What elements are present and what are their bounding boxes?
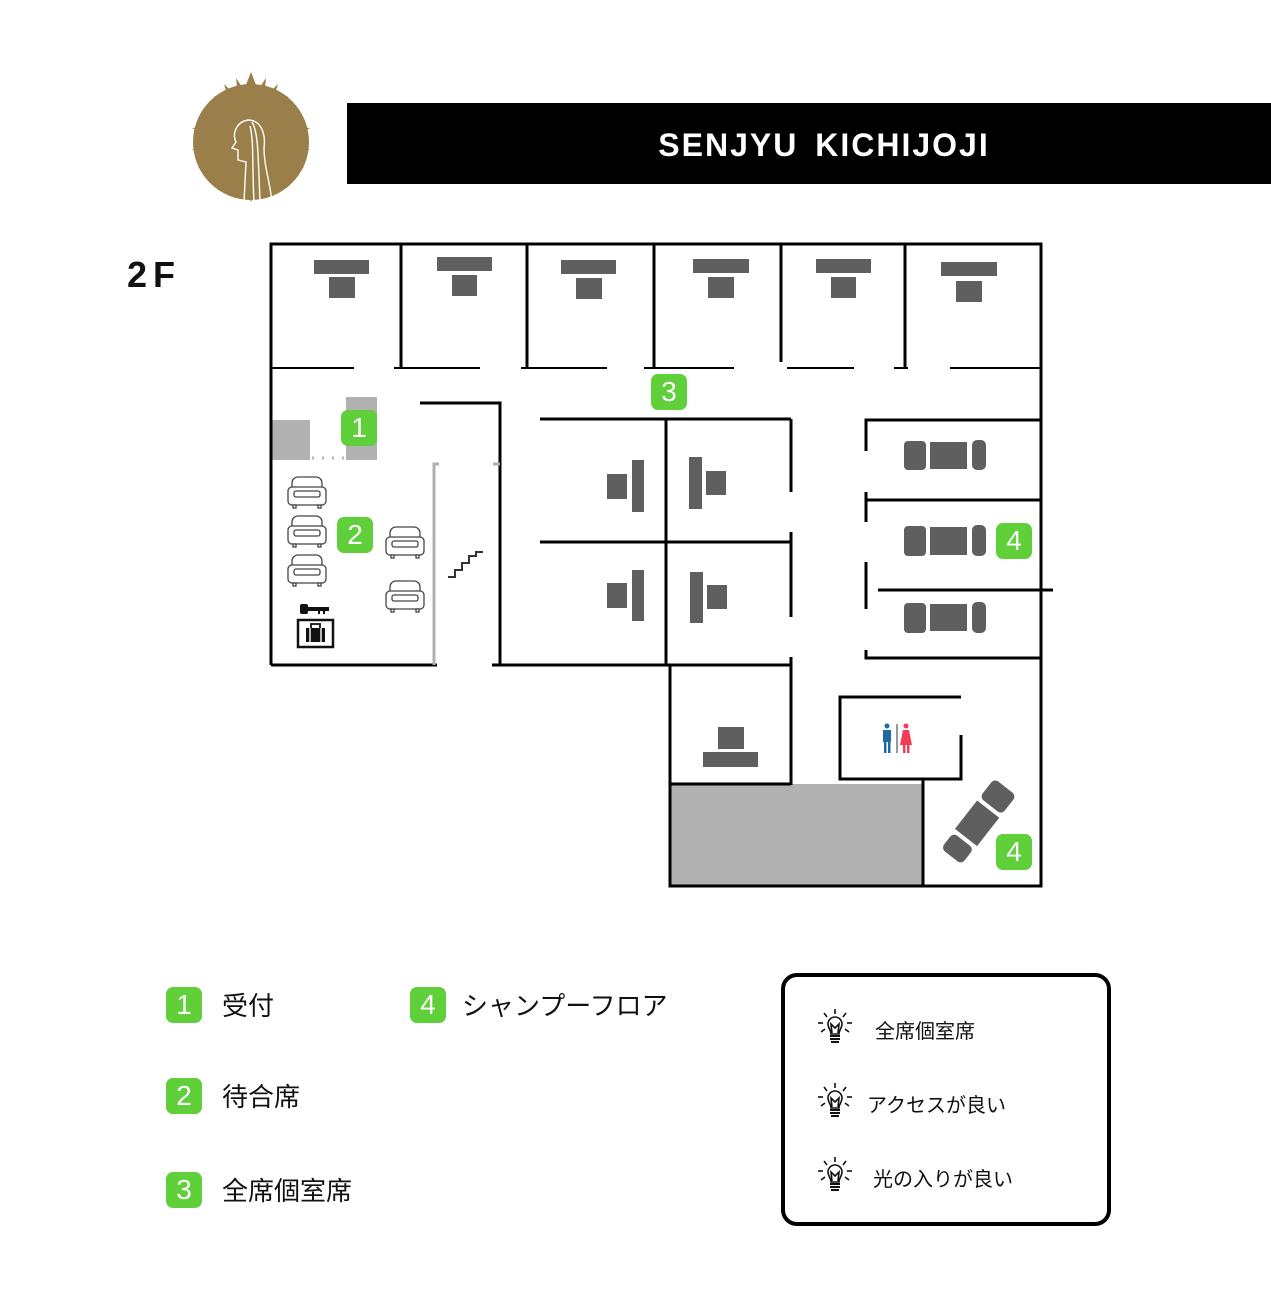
- marker-waiting: 2: [337, 517, 373, 553]
- back-room-block: [670, 784, 923, 885]
- feature-item: 全席個室席: [815, 1007, 975, 1051]
- legend-badge: 4: [410, 986, 446, 1023]
- legend-badge: 3: [166, 1171, 202, 1208]
- logo-emblem-icon: [192, 72, 310, 203]
- floor-label: 2F: [127, 254, 182, 295]
- title-banner: SENJYU KICHIJOJI: [347, 103, 1271, 184]
- marker-reception: 1: [341, 410, 377, 446]
- stairs-icon: [448, 551, 483, 578]
- legend-item-waiting: 2 待合席: [166, 1077, 300, 1114]
- brand-logo: [188, 70, 314, 204]
- shampoo-chair-icon: [942, 780, 1015, 863]
- feature-label: 光の入りが良い: [873, 1166, 1013, 1191]
- marker-shampoo-floor: 4: [996, 523, 1032, 559]
- legend-item-shampoo-floor: 4 シャンプーフロア: [410, 986, 668, 1023]
- lightbulb-icon: [818, 1083, 852, 1117]
- feature-label: 全席個室席: [875, 1018, 975, 1043]
- features-box: 全席個室席 アクセスが良い 光の入りが良い: [781, 973, 1111, 1226]
- shampoo-chair-icon: [904, 440, 986, 633]
- legend-item-reception: 1 受付: [166, 986, 274, 1023]
- reception-counter-block: [272, 420, 310, 460]
- lightbulb-icon: [818, 1009, 852, 1043]
- legend-label: 全席個室席: [222, 1177, 353, 1207]
- feature-label: アクセスが良い: [867, 1092, 1006, 1117]
- legend-label: 待合席: [222, 1083, 301, 1113]
- sofa-icon: [287, 476, 425, 613]
- store-title: SENJYU KICHIJOJI: [658, 127, 990, 163]
- feature-item: 光の入りが良い: [815, 1155, 1013, 1199]
- marker-shampoo-floor: 4: [996, 834, 1032, 870]
- marker-private-rooms: 3: [651, 374, 687, 410]
- legend-badge: 1: [166, 986, 202, 1023]
- feature-item: アクセスが良い: [815, 1081, 1006, 1125]
- legend-label: シャンプーフロア: [462, 992, 668, 1022]
- legend-badge: 2: [166, 1077, 202, 1114]
- luggage-locker-icon: [296, 618, 335, 649]
- legend-item-private-rooms: 3 全席個室席: [166, 1171, 352, 1208]
- restroom-icon: [883, 723, 912, 753]
- key-icon: [300, 604, 329, 614]
- legend-label: 受付: [222, 992, 275, 1022]
- lightbulb-icon: [818, 1157, 852, 1191]
